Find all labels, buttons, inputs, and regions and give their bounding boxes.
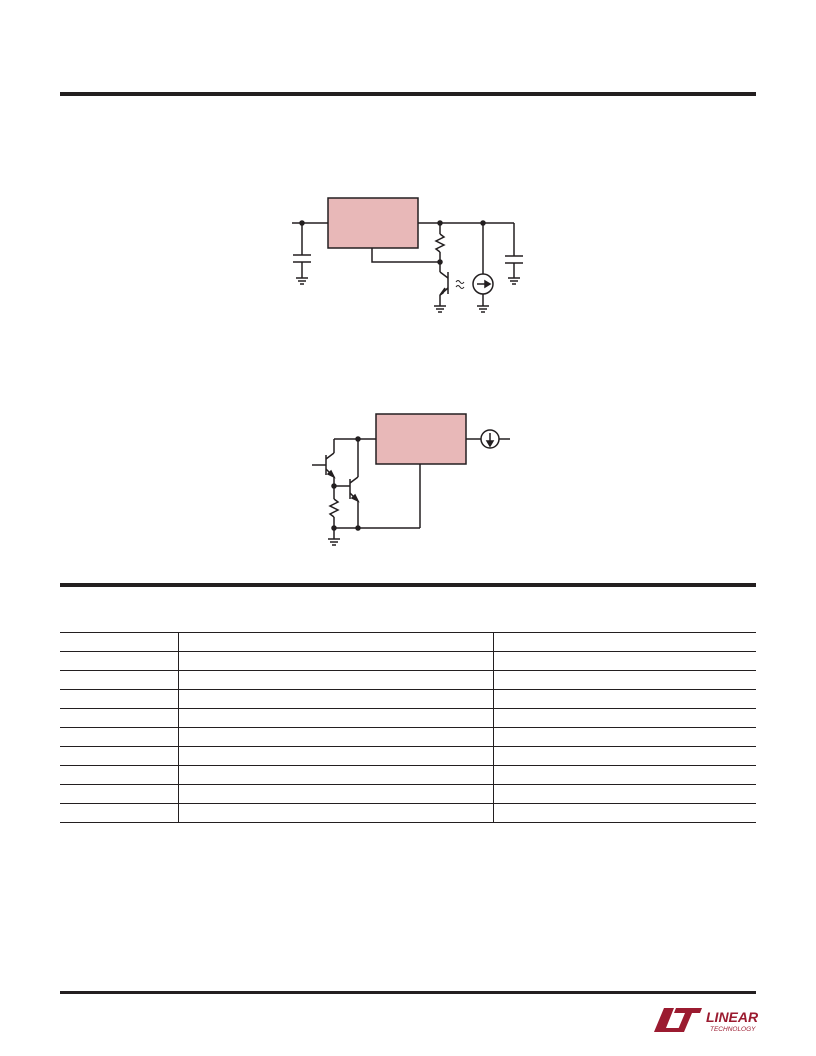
table-cell xyxy=(493,708,756,728)
table-header-row xyxy=(60,632,756,652)
table-cell xyxy=(60,727,179,747)
table-cell xyxy=(178,670,494,690)
table-cell xyxy=(60,803,179,823)
table-cell xyxy=(178,746,494,766)
top-rule xyxy=(60,92,756,96)
table-row xyxy=(60,784,756,804)
table-cell xyxy=(178,727,494,747)
table-cell xyxy=(178,765,494,785)
table-cell xyxy=(60,784,179,804)
footer-rule xyxy=(60,991,756,994)
table-cell xyxy=(60,651,179,671)
light-source xyxy=(472,223,494,313)
table-row xyxy=(60,689,756,709)
table-cell xyxy=(178,651,494,671)
lt-mark-right xyxy=(674,1008,702,1032)
section-rule xyxy=(60,583,756,587)
transistor-q2 xyxy=(334,439,360,528)
phototransistor xyxy=(434,262,465,313)
table-row xyxy=(60,670,756,690)
table-header-cell xyxy=(60,632,179,652)
table-cell xyxy=(493,651,756,671)
table-header-cell xyxy=(493,632,756,652)
regulator-block-top xyxy=(327,197,419,249)
table-row xyxy=(60,651,756,671)
table-header-cell xyxy=(178,632,494,652)
table-cell xyxy=(493,803,756,823)
logo-wordmark: LINEAR xyxy=(706,1009,759,1025)
table-cell xyxy=(493,689,756,709)
input-capacitor xyxy=(293,254,311,285)
table-cell xyxy=(493,670,756,690)
schematic-top xyxy=(292,197,523,313)
current-source xyxy=(466,429,510,449)
output-capacitor xyxy=(505,223,523,285)
table-cell xyxy=(60,689,179,709)
lt-mark-left xyxy=(654,1008,680,1032)
regulator-block-bottom xyxy=(375,413,467,465)
table-row xyxy=(60,765,756,785)
table-cell xyxy=(493,784,756,804)
table-row xyxy=(60,746,756,766)
table-cell xyxy=(493,765,756,785)
table-row xyxy=(60,708,756,728)
table-cell xyxy=(60,670,179,690)
table-row xyxy=(60,803,756,823)
transistor-q1 xyxy=(312,439,336,486)
parts-table xyxy=(60,632,756,823)
table-row xyxy=(60,727,756,747)
bias-resistor xyxy=(328,486,340,528)
pull-up-resistor xyxy=(434,223,446,262)
table-cell xyxy=(178,689,494,709)
table-cell xyxy=(493,746,756,766)
linear-technology-logo: LINEAR TECHNOLOGY xyxy=(654,1008,759,1033)
table-cell xyxy=(178,784,494,804)
table-cell xyxy=(493,727,756,747)
schematic-bottom xyxy=(312,413,510,546)
table-cell xyxy=(178,708,494,728)
table-cell xyxy=(60,746,179,766)
table-cell xyxy=(178,803,494,823)
table-cell xyxy=(60,765,179,785)
logo-subtext: TECHNOLOGY xyxy=(710,1026,756,1033)
table-cell xyxy=(60,708,179,728)
